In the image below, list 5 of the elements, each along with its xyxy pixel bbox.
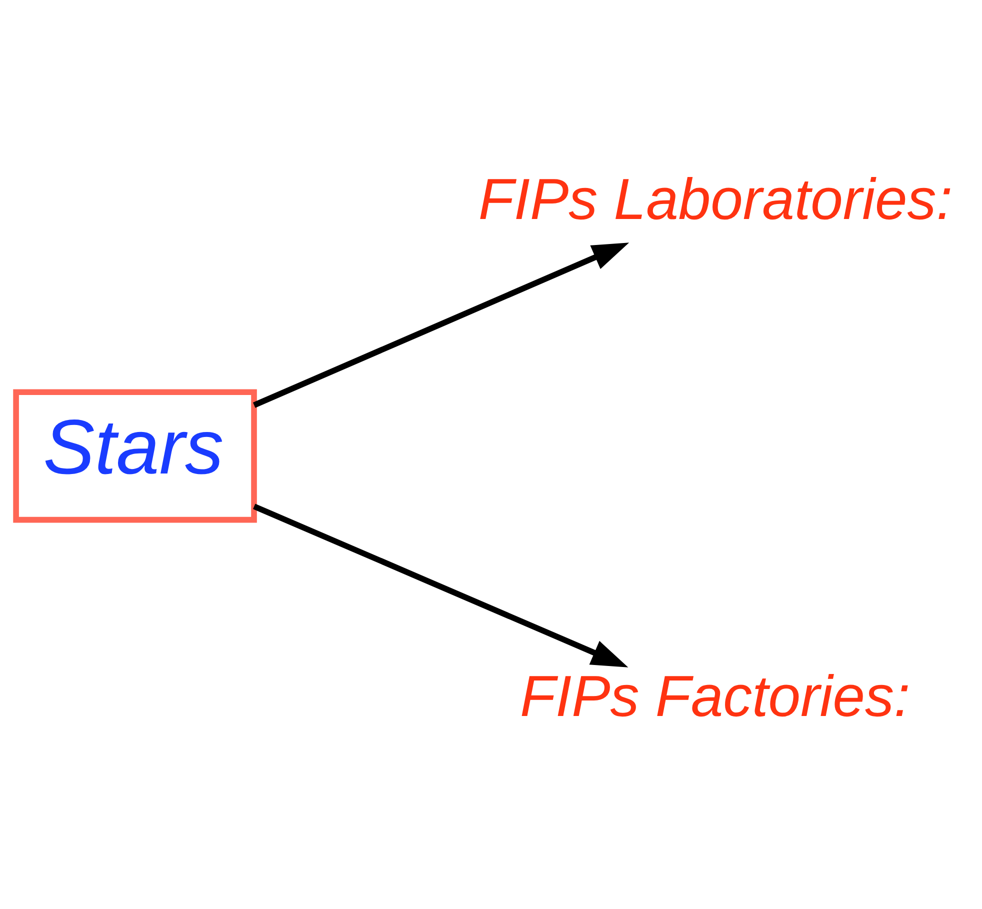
node-box: Stars [13,388,257,522]
arrow [252,242,630,408]
node-text: FIPs Laboratories: [478,166,952,232]
node-text: FIPs Factories: [520,664,910,729]
arrow [252,503,628,667]
